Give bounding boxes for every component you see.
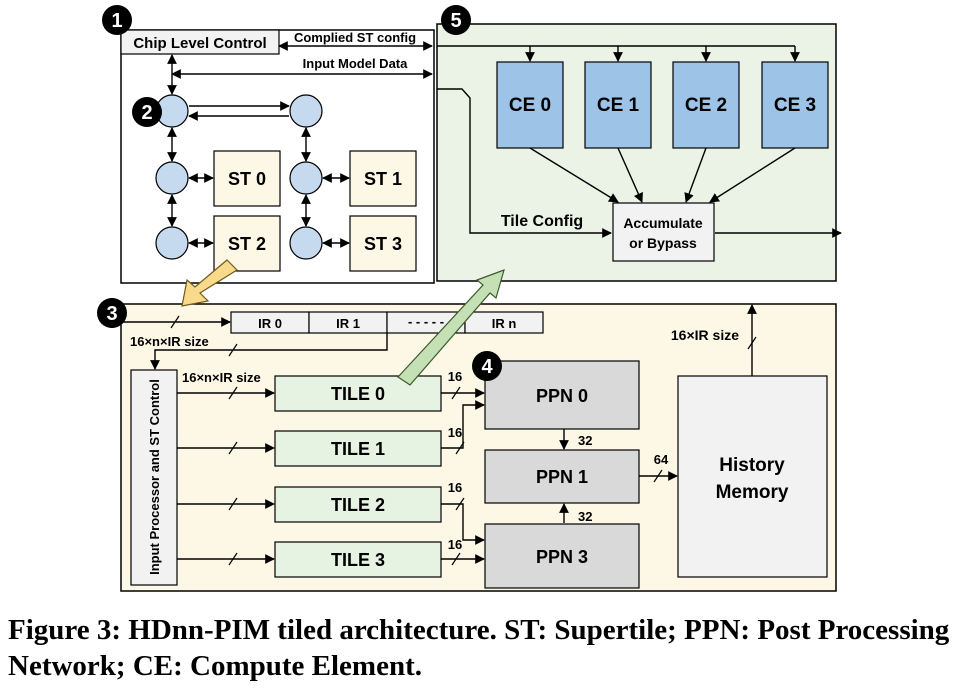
output-width-label: 16×IR size (671, 327, 739, 343)
badge-1 (102, 5, 132, 35)
input-model-label: Input Model Data (303, 56, 408, 71)
supertile-3 (349, 215, 417, 272)
tile-1 (274, 430, 442, 467)
bus-slash (451, 386, 461, 400)
tile-2-width-label: 16 (448, 480, 462, 495)
ppn-link-width-bottom: 32 (578, 509, 592, 524)
badge-1-label: 1 (111, 10, 122, 32)
zoom-arrow-supertile (181, 259, 238, 307)
tile-2-label: TILE 2 (331, 495, 385, 515)
bus-slash (653, 469, 663, 483)
tile-1-label: TILE 1 (331, 439, 385, 459)
tile-3-width-label: 16 (448, 537, 462, 552)
supertile-1 (349, 150, 417, 207)
accumulate-label-1: Accumulate (623, 215, 703, 231)
bus-slash (747, 336, 757, 350)
badge-3 (97, 298, 127, 328)
ce-3 (761, 61, 829, 149)
ppn-0 (484, 360, 640, 430)
figure-caption: Figure 3: HDnn-PIM tiled architecture. S… (8, 614, 950, 682)
supertile-0-label: ST 0 (228, 169, 266, 189)
bus-slash (228, 386, 238, 400)
bus-slash (455, 441, 465, 455)
tile-0-label: TILE 0 (331, 384, 385, 404)
ce-output-arrow (709, 147, 796, 203)
chip-control-box (120, 29, 280, 55)
router-node (289, 94, 323, 128)
supertile-2-label: ST 2 (228, 234, 266, 254)
chip-control-label: Chip Level Control (133, 35, 266, 52)
badge-4 (472, 351, 502, 381)
ppn-3 (484, 523, 640, 589)
accumulate-label-2: or Bypass (629, 235, 697, 251)
supertile-0 (213, 150, 281, 207)
badge-3-label: 3 (106, 303, 117, 325)
ir-to-processor-arrow (150, 333, 388, 370)
tile-to-ppn-arrow (441, 503, 485, 545)
bus-slash (228, 441, 238, 455)
tile-3-label: TILE 3 (331, 550, 385, 570)
ir-n-label: IR n (492, 316, 517, 331)
architecture-diagram: Chip Level Control Complied ST config In… (97, 5, 842, 592)
compiled-config-label: Complied ST config (294, 30, 416, 45)
badge-5 (441, 5, 471, 35)
ce-3-label: CE 3 (774, 95, 816, 116)
bus-slash (451, 552, 461, 566)
badge-5-label: 5 (450, 10, 461, 32)
router-node (155, 161, 189, 195)
ir-dots-label: - - - - - (408, 314, 444, 329)
supertile-3-label: ST 3 (364, 234, 402, 254)
router-node (289, 161, 323, 195)
tile-2 (274, 486, 442, 523)
ce-0 (496, 61, 564, 149)
router-node (155, 226, 189, 260)
ppn-0-label: PPN 0 (536, 386, 588, 406)
supertile-1-label: ST 1 (364, 169, 402, 189)
badge-2-label: 2 (141, 102, 152, 124)
accumulate-box (612, 202, 715, 262)
history-memory-box (677, 375, 828, 578)
tile-config-label: Tile Config (501, 213, 583, 230)
ir-1-label: IR 1 (336, 316, 360, 331)
bus-slash (170, 315, 180, 329)
ce-output-arrow (684, 147, 707, 203)
bus-slash (228, 552, 238, 566)
bus-slash (228, 497, 238, 511)
tile-1-width-label: 16 (448, 425, 462, 440)
ce-1 (584, 61, 652, 149)
ce-0-label: CE 0 (509, 95, 551, 116)
history-link-width: 64 (654, 452, 669, 467)
history-label-1: History (719, 455, 785, 476)
bus-width-top-label: 16×n×IR size (130, 334, 209, 349)
input-processor-box (130, 369, 178, 586)
router-node (289, 226, 323, 260)
bus-width-tiles-label: 16×n×IR size (182, 370, 261, 385)
bus-slash (228, 343, 238, 357)
badge-4-label: 4 (481, 356, 493, 378)
bus-slash (455, 497, 465, 511)
ppn-1-label: PPN 1 (536, 467, 588, 487)
ce-2-label: CE 2 (685, 95, 727, 116)
ppn-link-width-top: 32 (578, 433, 592, 448)
input-processor-label: Input Processor and ST Control (147, 379, 162, 575)
ce-output-arrow (617, 147, 643, 203)
ce-1-label: CE 1 (597, 95, 640, 116)
tile-config-arrow (437, 88, 612, 238)
tile-3 (274, 541, 442, 578)
ir-0-label: IR 0 (258, 316, 282, 331)
ce-output-arrow (529, 147, 619, 203)
history-label-2: Memory (716, 482, 789, 503)
tile-to-ppn-arrow (441, 400, 485, 449)
ppn-3-label: PPN 3 (536, 547, 588, 567)
tile-0-width-label: 16 (448, 369, 462, 384)
badge-2 (132, 97, 162, 127)
zoom-arrow-tile (397, 269, 505, 386)
